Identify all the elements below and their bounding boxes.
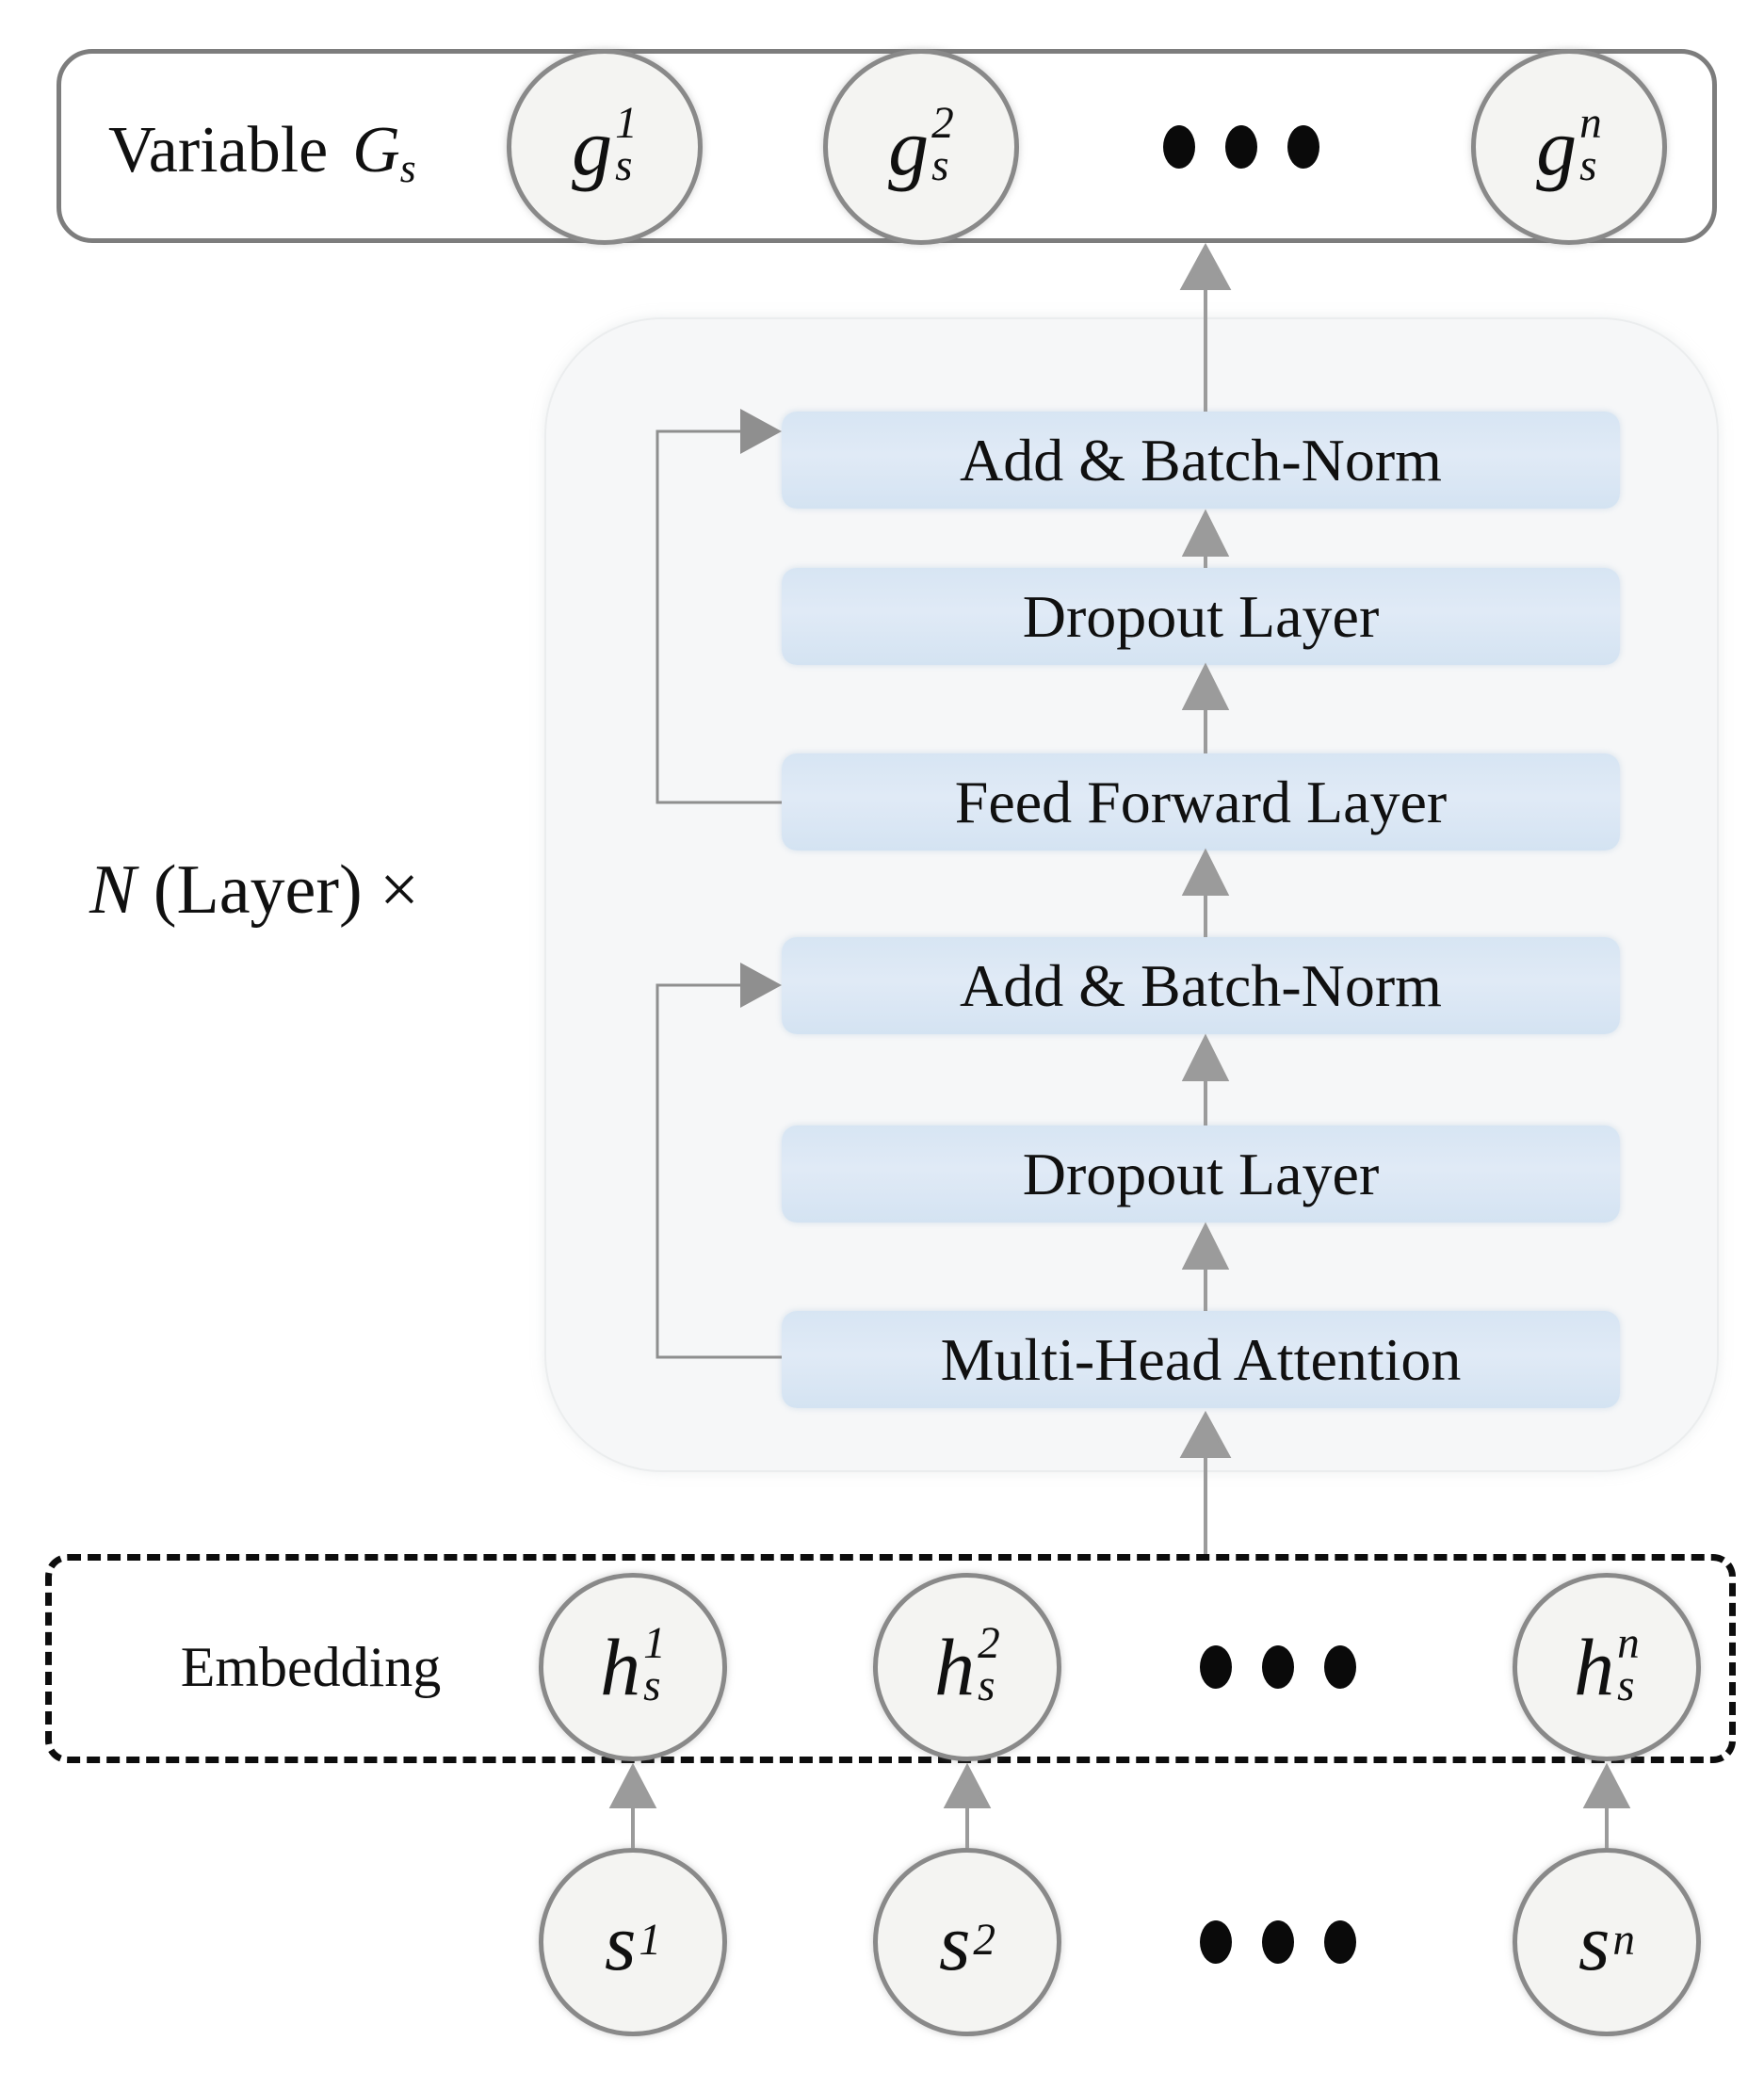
layer-repeat-label: N (Layer) × (89, 850, 419, 931)
node-sub: s (1617, 1661, 1635, 1710)
ellipsis-dots-output (1163, 125, 1319, 169)
node-sub: s (978, 1661, 995, 1710)
node-sup: 2 (978, 1619, 1000, 1669)
node-sup: 1 (643, 1619, 666, 1669)
embedding-label: Embedding (180, 1636, 442, 1698)
node-sup: n (1579, 99, 1602, 149)
arrowhead-up-icon (608, 1762, 657, 1808)
node-base: g (888, 102, 930, 192)
variable-word: Variable (108, 114, 329, 186)
ellipsis-dots-embedding (1200, 1645, 1356, 1689)
arrowhead-up-icon (943, 1762, 992, 1808)
node-sup: 2 (931, 99, 954, 149)
node-sub: s (615, 141, 633, 190)
layer-box-label: Dropout Layer (1022, 582, 1380, 650)
layer-box-label: Add & Batch-Norm (960, 951, 1442, 1019)
node-base: s (604, 1897, 637, 1987)
node-sup: 1 (615, 99, 638, 149)
node-base: s (938, 1897, 971, 1987)
node-sup: n (1612, 1915, 1636, 1965)
ellipsis-dots-inputs (1200, 1920, 1356, 1964)
layer-box-multi-head-attention: Multi-Head Attention (782, 1311, 1620, 1408)
arrowhead-up-icon (1179, 242, 1232, 290)
layer-box-dropout-upper: Dropout Layer (782, 568, 1620, 665)
node-base: h (1574, 1622, 1615, 1712)
arrowhead-up-icon (1582, 1762, 1631, 1808)
node-base: h (600, 1622, 641, 1712)
node-sub: s (643, 1661, 661, 1710)
layer-box-add-batch-norm-top: Add & Batch-Norm (782, 412, 1620, 509)
variable-output-label: Variable Gs (108, 104, 416, 198)
node-sup: 1 (639, 1915, 662, 1965)
layer-box-dropout-lower: Dropout Layer (782, 1126, 1620, 1223)
node-sub: s (1579, 141, 1597, 190)
node-base: s (1578, 1897, 1610, 1987)
layer-repeat-text: (Layer) × (153, 851, 419, 929)
layer-box-label: Multi-Head Attention (940, 1325, 1462, 1393)
layer-box-label: Feed Forward Layer (954, 768, 1448, 835)
layer-box-label: Add & Batch-Norm (960, 426, 1442, 494)
node-base: g (572, 102, 613, 192)
layer-box-label: Dropout Layer (1022, 1140, 1380, 1207)
node-sub: s (931, 141, 949, 190)
variable-symbol: G (352, 114, 400, 186)
node-base: h (934, 1622, 976, 1712)
layer-box-add-batch-norm-mid: Add & Batch-Norm (782, 937, 1620, 1034)
node-sup: 2 (973, 1915, 996, 1965)
layer-repeat-n: N (89, 851, 137, 929)
node-sup: n (1617, 1619, 1640, 1669)
variable-symbol-subscript: s (399, 145, 416, 191)
layer-box-feed-forward: Feed Forward Layer (782, 753, 1620, 850)
node-base: g (1536, 102, 1578, 192)
